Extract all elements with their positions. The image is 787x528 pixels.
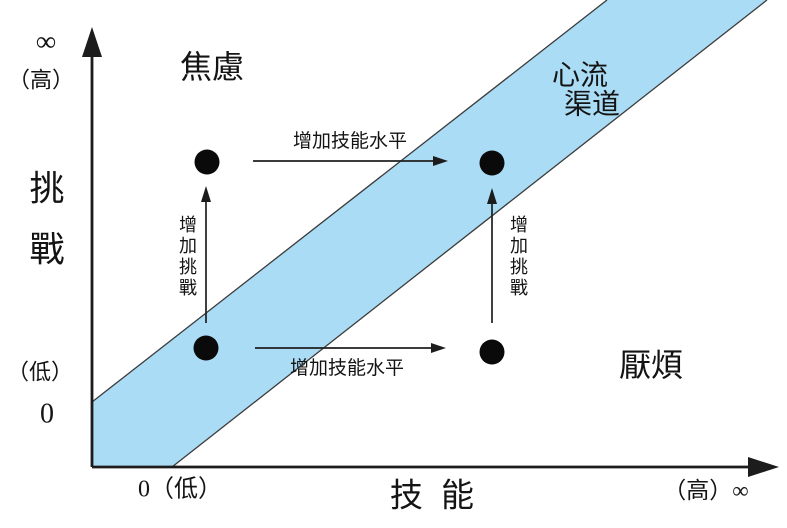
y-axis-title-char-2: 戰 <box>29 230 65 270</box>
flow-band-lower-edge <box>171 0 768 468</box>
increase-skill-top-label: 增加技能水平 <box>292 130 408 153</box>
x-axis-arrowhead-icon <box>748 457 779 477</box>
x-axis-origin-label: 0（低） <box>138 476 222 503</box>
region-label-anxiety: 焦慮 <box>179 48 245 87</box>
y-axis-zero-label: 0 <box>40 398 54 430</box>
dot-low-skill-low-challenge <box>193 335 219 361</box>
y-axis-arrowhead-icon <box>82 27 102 57</box>
x-axis-high-label: （高）∞ <box>663 477 749 503</box>
flow-band-upper-edge <box>91 0 608 403</box>
x-axis-title: 技能 <box>389 478 493 515</box>
increase-skill-bottom-label: 增加技能水平 <box>289 357 405 380</box>
increase-skill-top-arrowhead-icon <box>433 156 448 166</box>
y-axis-title-char-1: 挑 <box>29 169 65 209</box>
y-axis-infinity-label: ∞ <box>36 26 56 58</box>
dot-low-skill-high-challenge <box>194 149 220 175</box>
increase-challenge-right-arrowhead-icon <box>487 188 497 204</box>
increase-skill-bottom-arrowhead-icon <box>431 343 446 353</box>
dot-high-skill-low-challenge <box>479 339 505 365</box>
region-label-flow-line1: 心流 <box>551 58 609 92</box>
increase-challenge-right-label: 增加挑戰 <box>507 215 528 299</box>
region-label-boredom: 厭煩 <box>618 346 684 385</box>
y-axis-high-label: （高） <box>7 67 75 93</box>
dot-high-skill-high-challenge <box>479 150 505 176</box>
region-label-flow-line2: 渠道 <box>563 87 621 121</box>
y-axis-low-label: （低） <box>6 359 74 385</box>
increase-challenge-left-arrowhead-icon <box>201 186 211 202</box>
increase-challenge-left-label: 增加挑戰 <box>176 215 197 299</box>
flow-channel-band <box>92 0 767 467</box>
